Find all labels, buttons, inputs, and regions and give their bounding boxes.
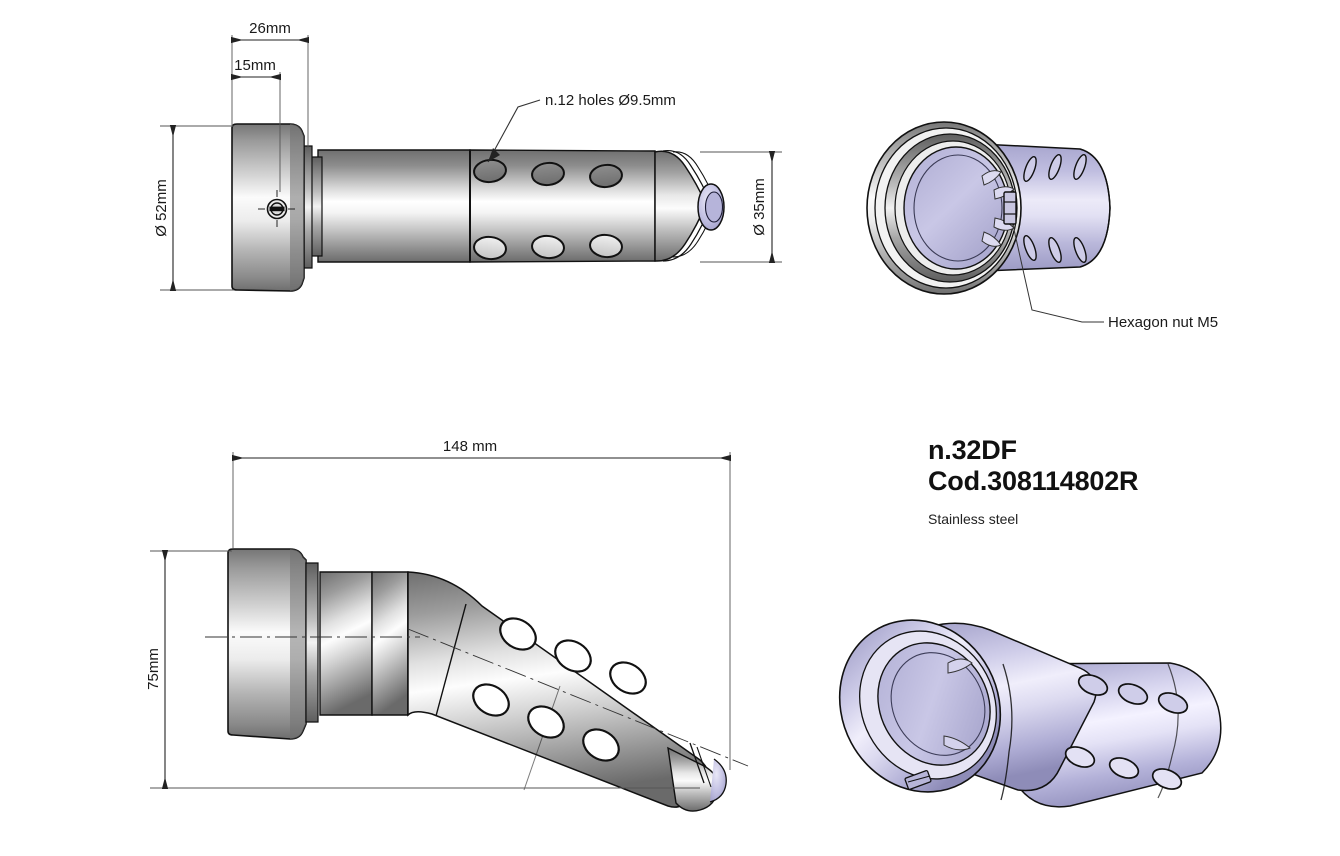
- hole-row-upper: [473, 158, 623, 189]
- iso-slot-row-lower: [1023, 234, 1087, 264]
- hole: [531, 234, 565, 260]
- bore-inner: [913, 154, 1003, 262]
- nut-slot: [269, 206, 285, 212]
- view-bent-side-elevation: 148 mm 75mm: [145, 438, 749, 812]
- bore-internal-slots: [981, 170, 1015, 247]
- internal-slot: [943, 735, 971, 751]
- iso-hole-row-upper: [1077, 674, 1189, 714]
- part-reference: n.32DF: [928, 435, 1017, 465]
- iso-tube-end: [1079, 148, 1111, 268]
- dimension-dia-35mm: Ø 35mm: [700, 151, 782, 263]
- hole-row-lower: [473, 233, 623, 261]
- slot-hole: [1073, 236, 1087, 264]
- hole: [1077, 674, 1109, 696]
- hole: [527, 705, 565, 739]
- nose-ring: [696, 746, 712, 788]
- hex-nut-body: [1003, 191, 1017, 225]
- leader-arrowhead: [488, 148, 500, 162]
- hole: [473, 235, 507, 261]
- callout-hexagon-nut: Hexagon nut M5: [1012, 224, 1218, 331]
- slot-hole: [1073, 153, 1087, 181]
- dimension-dia-52mm: Ø 52mm: [153, 125, 234, 291]
- material-label: Stainless steel: [928, 511, 1019, 527]
- bent-hole-row-upper: [499, 617, 647, 695]
- hexagon-nut-iso: [1003, 191, 1017, 225]
- view-bent-iso: [838, 619, 1222, 808]
- hole: [582, 728, 620, 762]
- slot-hole: [1023, 155, 1037, 183]
- hole: [1108, 757, 1140, 779]
- hole: [499, 617, 537, 651]
- iso-hole-row-lower: [1064, 746, 1183, 790]
- hole: [472, 683, 510, 717]
- bent-barrel-seam-2: [523, 685, 561, 791]
- flange-edge-shading: [290, 549, 306, 739]
- dimension-label-148mm: 148 mm: [443, 438, 497, 455]
- leader-line: [1012, 224, 1104, 323]
- dimension-label-75mm: 75mm: [145, 648, 162, 690]
- part-body-straight: [231, 123, 725, 292]
- leader-line: [487, 99, 541, 163]
- internal-slot: [981, 170, 1002, 186]
- hole: [554, 639, 592, 673]
- barrel-rear-segment: [317, 149, 471, 263]
- nose-ring: [689, 742, 705, 784]
- collar-ring-bent-view: [305, 562, 319, 723]
- slot-hole: [1048, 236, 1062, 264]
- view-axial-iso: Hexagon nut M5: [866, 121, 1218, 331]
- dimension-label-15mm: 15mm: [234, 57, 276, 74]
- iso-bore-internal-slots: [943, 658, 973, 751]
- neck-segment-1: [319, 571, 373, 716]
- hex-nut-facet: [907, 775, 931, 783]
- hole: [531, 161, 565, 187]
- callout-label-holes: n.12 holes Ø9.5mm: [545, 92, 676, 109]
- dimension-148mm: 148 mm: [232, 438, 731, 770]
- hole: [589, 233, 623, 259]
- dimension-label-26mm: 26mm: [249, 20, 291, 37]
- dimension-label-dia-35mm: Ø 35mm: [751, 178, 768, 236]
- hole: [609, 661, 647, 695]
- hole: [589, 163, 623, 189]
- iso-bore-inner: [890, 652, 986, 756]
- title-block: n.32DF Cod.308114802R Stainless steel: [928, 435, 1139, 527]
- hole: [1117, 683, 1149, 705]
- internal-slot: [981, 231, 1002, 247]
- hole: [1157, 692, 1189, 714]
- dimension-15mm: 15mm: [231, 57, 281, 192]
- hole: [1064, 746, 1096, 768]
- bent-hole-row-lower: [472, 683, 620, 762]
- bent-nose-cap: [709, 758, 727, 803]
- hole: [1151, 768, 1183, 790]
- slot-hole: [1023, 234, 1037, 262]
- nose-cone: [654, 149, 725, 262]
- dimension-label-dia-52mm: Ø 52mm: [153, 179, 170, 237]
- neck-segment-2: [371, 571, 409, 716]
- dimension-75mm: 75mm: [145, 550, 700, 789]
- flange-edge-shading: [290, 124, 304, 291]
- axis-centerline-angled: [407, 628, 749, 767]
- bent-barrel-seam: [435, 603, 467, 717]
- view-straight-side-elevation: 26mm 15mm Ø 52mm Ø 35mm n.12 holes Ø9.5m…: [153, 20, 782, 292]
- callout-holes: n.12 holes Ø9.5mm: [487, 92, 676, 163]
- hexagon-nut-detail: [258, 190, 296, 229]
- slot-hole: [1048, 153, 1062, 181]
- part-code: Cod.308114802R: [928, 466, 1139, 496]
- nose-bore-opening: [704, 191, 724, 223]
- callout-label-hexagon-nut: Hexagon nut M5: [1108, 314, 1218, 331]
- internal-slot: [947, 658, 973, 674]
- iso-slot-row-upper: [1023, 153, 1087, 183]
- dimension-26mm: 26mm: [231, 20, 309, 148]
- iso-hexagon-nut: [904, 770, 932, 790]
- iso-seam-ring: [1000, 663, 1013, 801]
